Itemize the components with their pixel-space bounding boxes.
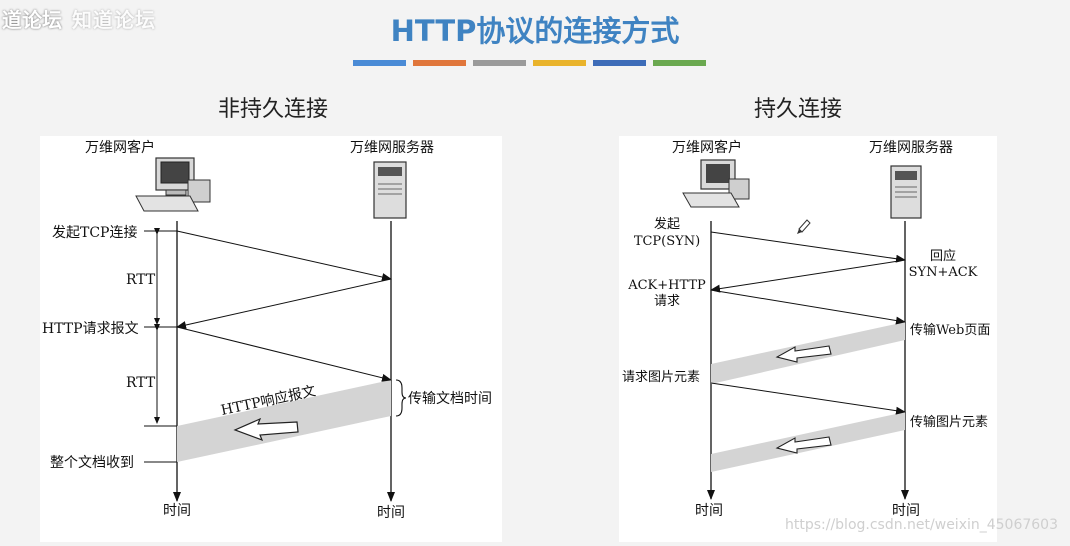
tcp-syn-line	[176, 230, 392, 281]
transfer-time-brace	[395, 379, 407, 417]
http-request-line	[176, 326, 392, 382]
color-strip	[353, 60, 706, 66]
ack-label-line1: ACK+HTTP	[627, 278, 706, 293]
non-persistent-diagram: 万维网客户 万维网服务器 发起TCP连接 RTT HTTP请求报文 RTT HT…	[40, 136, 502, 542]
image-direction-arrow	[775, 436, 832, 454]
client-label: 万维网客户	[672, 139, 742, 156]
server-label: 万维网服务器	[869, 140, 953, 156]
synack-line	[710, 259, 906, 293]
right-heading: 持久连接	[754, 97, 843, 122]
server-tower-icon	[890, 165, 922, 219]
footer-watermark: https://blog.csdn.net/weixin_45067603	[784, 517, 1058, 533]
web-page-direction-arrow	[775, 345, 832, 363]
slide-title: HTTP协议的连接方式	[390, 14, 680, 48]
received-label: 整个文档收到	[50, 455, 134, 471]
left-heading: 非持久连接	[218, 97, 329, 122]
top-left-watermark: 道论坛 知道论坛	[0, 0, 156, 36]
response-direction-arrow	[233, 417, 299, 442]
watermark-logo-text: 知道论坛	[72, 7, 156, 32]
start-tcp-label: 发起TCP连接	[52, 224, 137, 241]
watermark-site-text: 道论坛	[2, 7, 62, 32]
tcp-synack-line	[176, 278, 392, 329]
client-label: 万维网客户	[85, 139, 155, 156]
color-strip-segment	[353, 60, 406, 66]
ack-label-line2: 请求	[654, 294, 680, 309]
color-strip-segment	[593, 60, 646, 66]
color-strip-segment	[413, 60, 466, 66]
transfer-time-label: 传输文档时间	[408, 391, 492, 407]
reply-label-line1: 回应	[930, 248, 956, 264]
server-time-label: 时间	[377, 505, 405, 521]
server-tower-icon	[373, 161, 407, 219]
start-label-line2: TCP(SYN)	[634, 234, 700, 249]
persistent-diagram: 万维网客户 万维网服务器 发起 TCP(SYN) 回应 SYN+ACK ACK+…	[619, 136, 997, 542]
pencil-cursor-icon	[797, 219, 811, 234]
rtt1-label: RTT	[126, 272, 156, 288]
color-strip-segment	[533, 60, 586, 66]
http-request-label: HTTP请求报文	[42, 321, 139, 337]
client-time-label: 时间	[163, 503, 191, 519]
start-label-line1: 发起	[654, 216, 680, 232]
color-strip-segment	[653, 60, 706, 66]
rtt2-label: RTT	[126, 375, 156, 391]
client-computer-icon	[682, 159, 750, 208]
persistent-svg: 万维网客户 万维网服务器 发起 TCP(SYN) 回应 SYN+ACK ACK+…	[622, 139, 990, 519]
client-time-label: 时间	[695, 503, 723, 519]
non-persistent-svg: 万维网客户 万维网服务器 发起TCP连接 RTT HTTP请求报文 RTT HT…	[42, 139, 492, 521]
reply-label-line2: SYN+ACK	[909, 265, 978, 280]
ack-http-line	[710, 289, 906, 325]
server-label: 万维网服务器	[350, 140, 434, 156]
client-computer-icon	[135, 157, 211, 212]
syn-line	[710, 231, 906, 263]
transfer-image-label: 传输图片元素	[910, 414, 988, 430]
color-strip-segment	[473, 60, 526, 66]
http-response-band	[177, 380, 391, 462]
server-time-label: 时间	[892, 503, 920, 519]
image-request-line	[710, 382, 906, 415]
transfer-web-label: 传输Web页面	[910, 322, 990, 338]
request-image-label: 请求图片元素	[622, 370, 700, 385]
